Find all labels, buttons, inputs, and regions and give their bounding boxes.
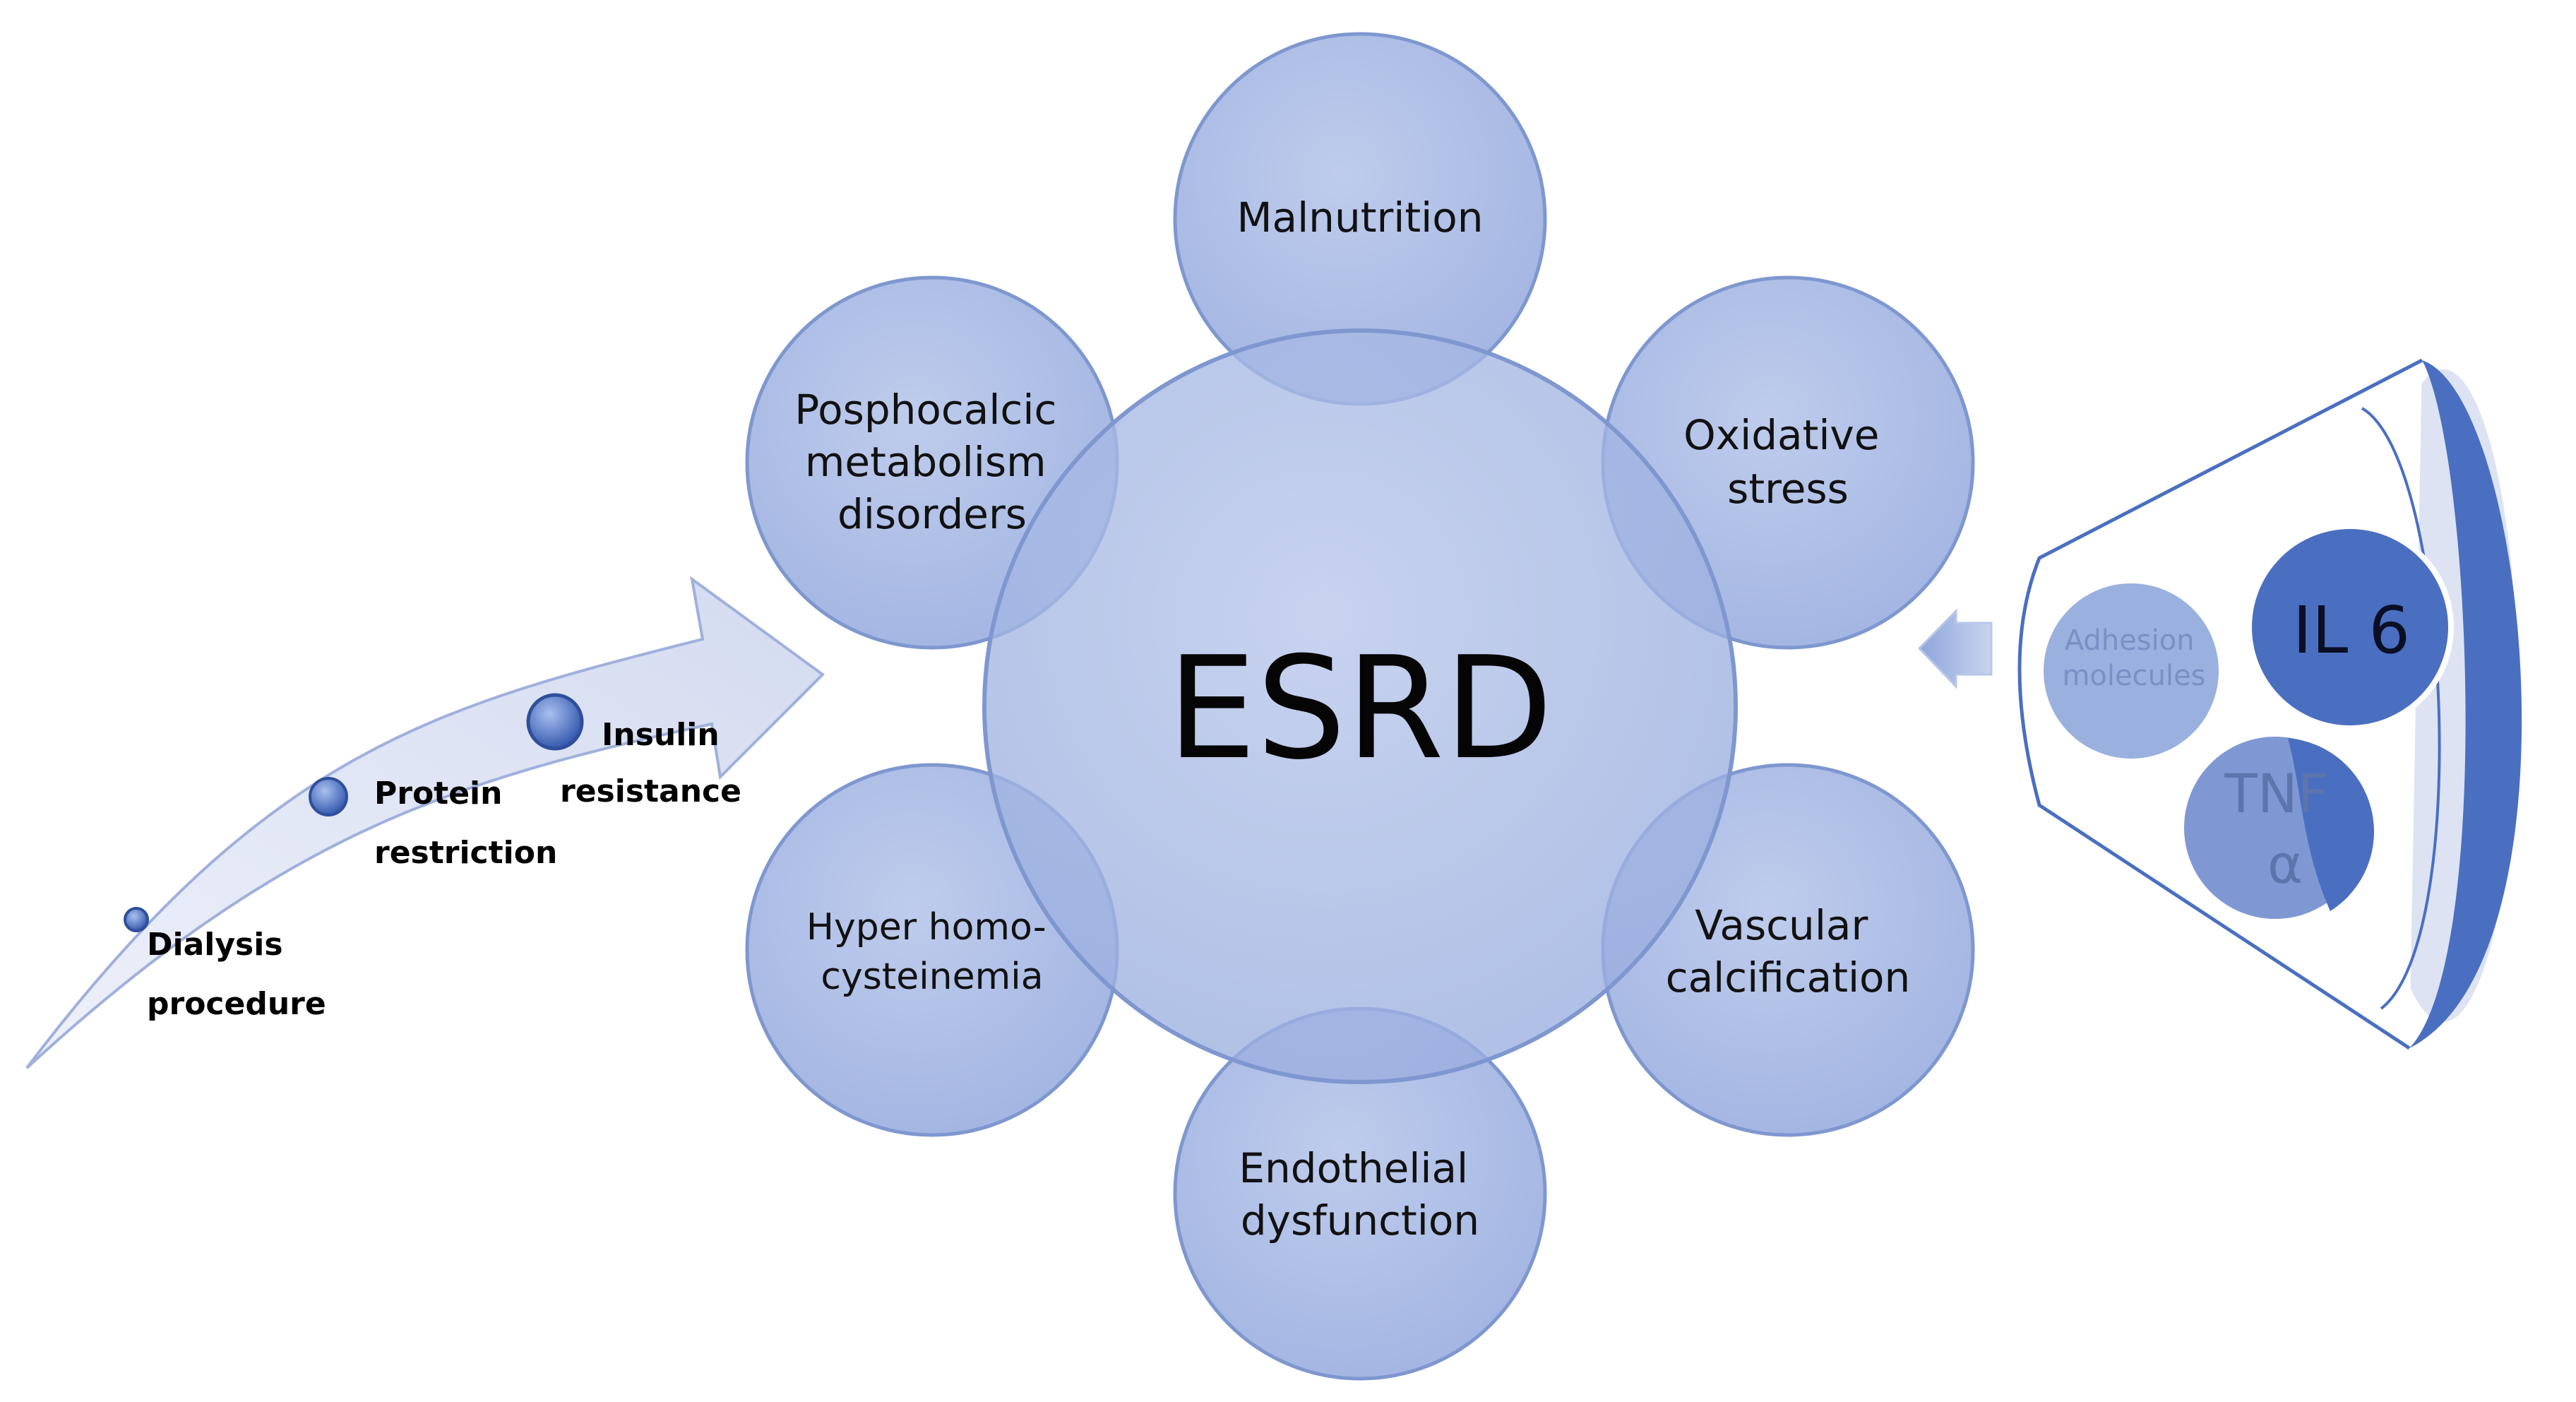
label-adhesion-molecules: Adhesion molecules [2062,624,2205,692]
bead-protein [309,777,348,816]
label-insulin-resistance: Insulin resistance [560,717,741,809]
risk-factor-beads [124,693,584,932]
label-oxidative-stress: Oxidative stress [1683,411,1892,513]
inflammation-arrow [1917,608,1993,689]
center-label: ESRD [1167,626,1553,791]
risk-factor-labels: Dialysis procedure Protein restriction I… [147,717,741,1022]
label-endothelial-dysfunction: Endothelial dysfunction [1239,1144,1481,1244]
label-dialysis-procedure: Dialysis procedure [147,927,326,1022]
label-phosphocalcic-disorders: Posphocalcic metabolism disorders [794,386,1070,538]
bead-dialysis [124,907,149,932]
cone-inner-line [2361,407,2441,1010]
bead-insulin [526,693,584,751]
label-protein-restriction: Protein restriction [374,776,557,871]
label-tnf: TNF α [2224,762,2345,896]
molecule-il6 [2246,523,2454,731]
molecule-adhesion [2038,578,2224,764]
block-arrow-shape [1917,608,1993,689]
label-il6: IL 6 [2293,593,2410,668]
inflammation-cone: Adhesion molecules IL 6 TNF α [2017,358,2522,1050]
label-vascular-calcification: Vascular calcification [1666,901,1911,1002]
risk-factor-arrow [25,576,825,1069]
satellite-labels: Malnutrition Oxidative stress Vascular c… [794,194,1910,1244]
label-hyperhomocysteinemia: Hyper homo- cysteinemia [806,906,1058,998]
cone-rim [2409,360,2522,1048]
label-malnutrition: Malnutrition [1236,194,1483,242]
center-bubble-esrd [982,328,1738,1084]
molecule-tnf-shade [2288,738,2374,911]
curved-arrow-shape [25,576,825,1069]
